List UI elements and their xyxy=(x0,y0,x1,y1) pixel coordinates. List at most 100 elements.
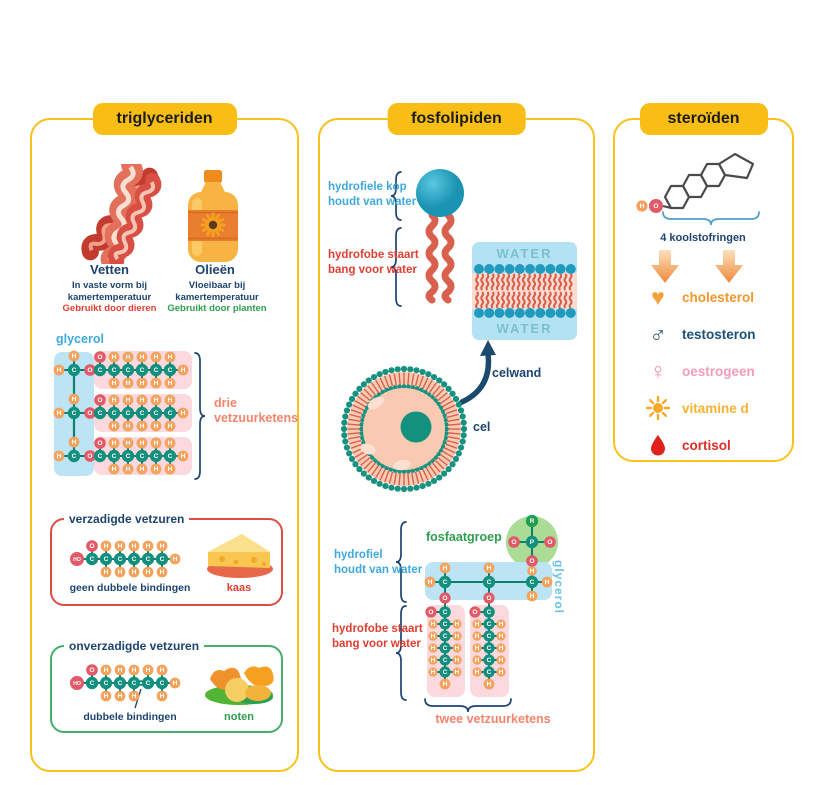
svg-text:H: H xyxy=(168,354,173,361)
svg-text:H: H xyxy=(112,380,117,387)
svg-text:H: H xyxy=(475,633,480,640)
svg-text:H: H xyxy=(112,354,117,361)
svg-text:C: C xyxy=(487,621,492,628)
svg-text:C: C xyxy=(126,410,131,417)
svg-text:C: C xyxy=(98,453,103,460)
steroid-item-oestrogeen: ♀ oestrogeen xyxy=(645,357,755,385)
svg-text:H: H xyxy=(168,380,173,387)
svg-text:C: C xyxy=(154,453,159,460)
svg-text:H: H xyxy=(126,354,131,361)
svg-text:H: H xyxy=(160,543,165,550)
svg-text:H: H xyxy=(173,680,178,687)
membrane-water-box: WATER WATER xyxy=(472,242,577,340)
svg-text:O: O xyxy=(87,367,92,374)
svg-text:C: C xyxy=(104,680,109,687)
svg-text:H: H xyxy=(72,439,77,446)
down-arrows xyxy=(651,250,743,283)
svg-text:H: H xyxy=(160,667,165,674)
water-label-bottom: WATER xyxy=(496,321,553,336)
svg-text:C: C xyxy=(104,556,109,563)
svg-text:C: C xyxy=(132,680,137,687)
nuts-icon xyxy=(205,666,274,705)
svg-text:H: H xyxy=(530,593,535,600)
svg-text:C: C xyxy=(443,645,448,652)
svg-text:H: H xyxy=(181,410,186,417)
svg-text:C: C xyxy=(443,633,448,640)
svg-text:H: H xyxy=(168,397,173,404)
svg-text:H: H xyxy=(499,669,504,676)
drop-icon xyxy=(645,432,671,458)
steroid-item-testosteron: ♂ testosteron xyxy=(645,320,756,348)
svg-text:H: H xyxy=(487,565,492,572)
svg-text:C: C xyxy=(90,680,95,687)
svg-text:H: H xyxy=(499,633,504,640)
svg-text:O: O xyxy=(89,543,94,550)
svg-text:C: C xyxy=(160,680,165,687)
svg-text:H: H xyxy=(132,693,137,700)
svg-text:H: H xyxy=(154,354,159,361)
svg-text:H: H xyxy=(475,621,480,628)
svg-text:HO: HO xyxy=(73,681,81,687)
sun-icon xyxy=(645,395,671,421)
svg-text:O: O xyxy=(87,410,92,417)
svg-text:H: H xyxy=(160,569,165,576)
svg-text:H: H xyxy=(154,380,159,387)
svg-text:H: H xyxy=(118,569,123,576)
svg-text:H: H xyxy=(104,569,109,576)
svg-text:C: C xyxy=(443,609,448,616)
svg-text:H: H xyxy=(57,453,62,460)
svg-text:C: C xyxy=(487,645,492,652)
svg-text:C: C xyxy=(487,657,492,664)
female-icon: ♀ xyxy=(649,358,667,384)
svg-text:H: H xyxy=(104,667,109,674)
svg-text:H: H xyxy=(118,693,123,700)
svg-text:C: C xyxy=(72,453,77,460)
svg-text:H: H xyxy=(104,543,109,550)
steroid-item-cholesterol: ♥ cholesterol xyxy=(645,283,754,311)
svg-text:C: C xyxy=(154,367,159,374)
svg-text:H: H xyxy=(168,423,173,430)
steroid-item-label: oestrogeen xyxy=(682,363,755,379)
svg-text:H: H xyxy=(154,423,159,430)
svg-text:C: C xyxy=(530,579,535,586)
svg-text:H: H xyxy=(455,633,460,640)
svg-text:C: C xyxy=(98,367,103,374)
svg-text:H: H xyxy=(431,645,436,652)
svg-text:H: H xyxy=(126,380,131,387)
svg-text:H: H xyxy=(132,543,137,550)
svg-text:HO: HO xyxy=(73,557,81,563)
three-chains-label: drie vetzuurketens xyxy=(214,396,299,425)
oil-bottle-icon xyxy=(188,170,238,262)
svg-text:H: H xyxy=(160,693,165,700)
lipid-braces xyxy=(390,171,402,307)
svg-text:C: C xyxy=(168,410,173,417)
svg-text:H: H xyxy=(140,354,145,361)
steroid-item-label: testosteron xyxy=(682,326,756,342)
svg-text:C: C xyxy=(112,410,117,417)
svg-text:C: C xyxy=(154,410,159,417)
svg-text:H: H xyxy=(118,667,123,674)
svg-text:H: H xyxy=(530,568,535,575)
unsaturated-title: onverzadigde vetzuren xyxy=(64,639,205,653)
svg-text:C: C xyxy=(112,453,117,460)
oils-description: Vloeibaar bij kamertemperatuur Gebruikt … xyxy=(167,280,267,314)
two-chains-label: twee vetzuurketens xyxy=(435,712,551,726)
svg-text:C: C xyxy=(160,556,165,563)
svg-text:H: H xyxy=(475,657,480,664)
steroid-item-label: cholesterol xyxy=(682,289,755,305)
water-label-top: WATER xyxy=(496,246,553,261)
svg-text:H: H xyxy=(443,681,448,688)
svg-text:H: H xyxy=(475,645,480,652)
svg-text:H: H xyxy=(640,203,645,210)
svg-text:H: H xyxy=(431,621,436,628)
svg-text:H: H xyxy=(154,397,159,404)
cell-label: cel xyxy=(473,420,491,434)
cellwall-label: celwand xyxy=(492,366,542,380)
